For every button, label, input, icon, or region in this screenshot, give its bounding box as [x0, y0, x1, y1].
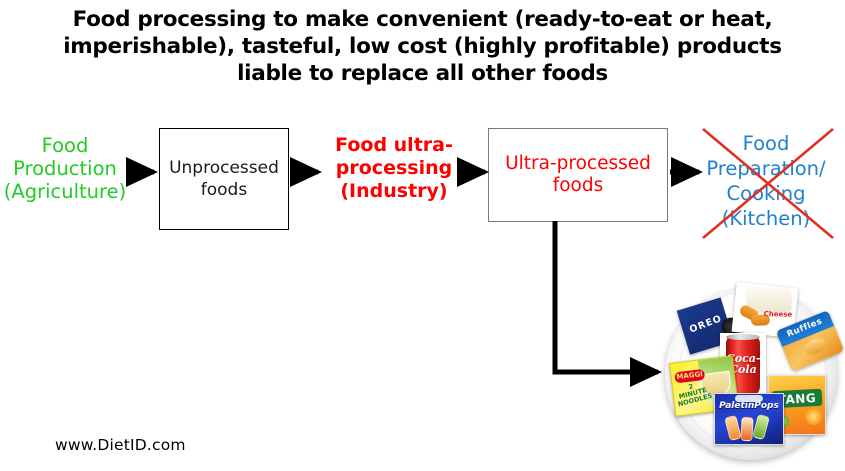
stage-label-food-ultra-processing: Food ultra- processing (Industry) [335, 134, 453, 202]
soda-can-top [726, 334, 760, 340]
product-paletas-popsicle-box: PaletinPops [714, 393, 784, 445]
flow-box-unprocessed-foods: Unprocessed foods [159, 128, 289, 230]
stage-label-food-production: Food Production (Agriculture) [3, 134, 127, 203]
footer-website-url[interactable]: www.DietID.com [55, 436, 186, 454]
sandwich-label: Cheese [763, 310, 793, 319]
page-title: Food processing to make convenient (read… [63, 7, 782, 86]
ultra-processed-products-photo: OREO Cheese Ruffles Coca-Cola MAGGI 2 MI… [658, 281, 845, 469]
popsicle [740, 416, 754, 442]
coca-cola-label: Coca-Cola [726, 352, 761, 376]
stage-label-food-preparation-cooking: Food Preparation/ Cooking (Kitchen) [706, 132, 826, 230]
popsicle [724, 414, 742, 442]
flow-box-ultra-processed-foods: Ultra-processed foods [488, 128, 668, 222]
potato-chip [802, 335, 829, 357]
popsicle [752, 413, 770, 441]
paletas-label: PaletinPops [719, 401, 779, 411]
maggi-sublabel: 2 MINUTE NOODLES [677, 382, 714, 409]
arrow-ultraprocessed-to-plate [552, 221, 663, 387]
orange-fruit-icon [805, 408, 822, 425]
paletas-brand-strip [735, 395, 763, 402]
